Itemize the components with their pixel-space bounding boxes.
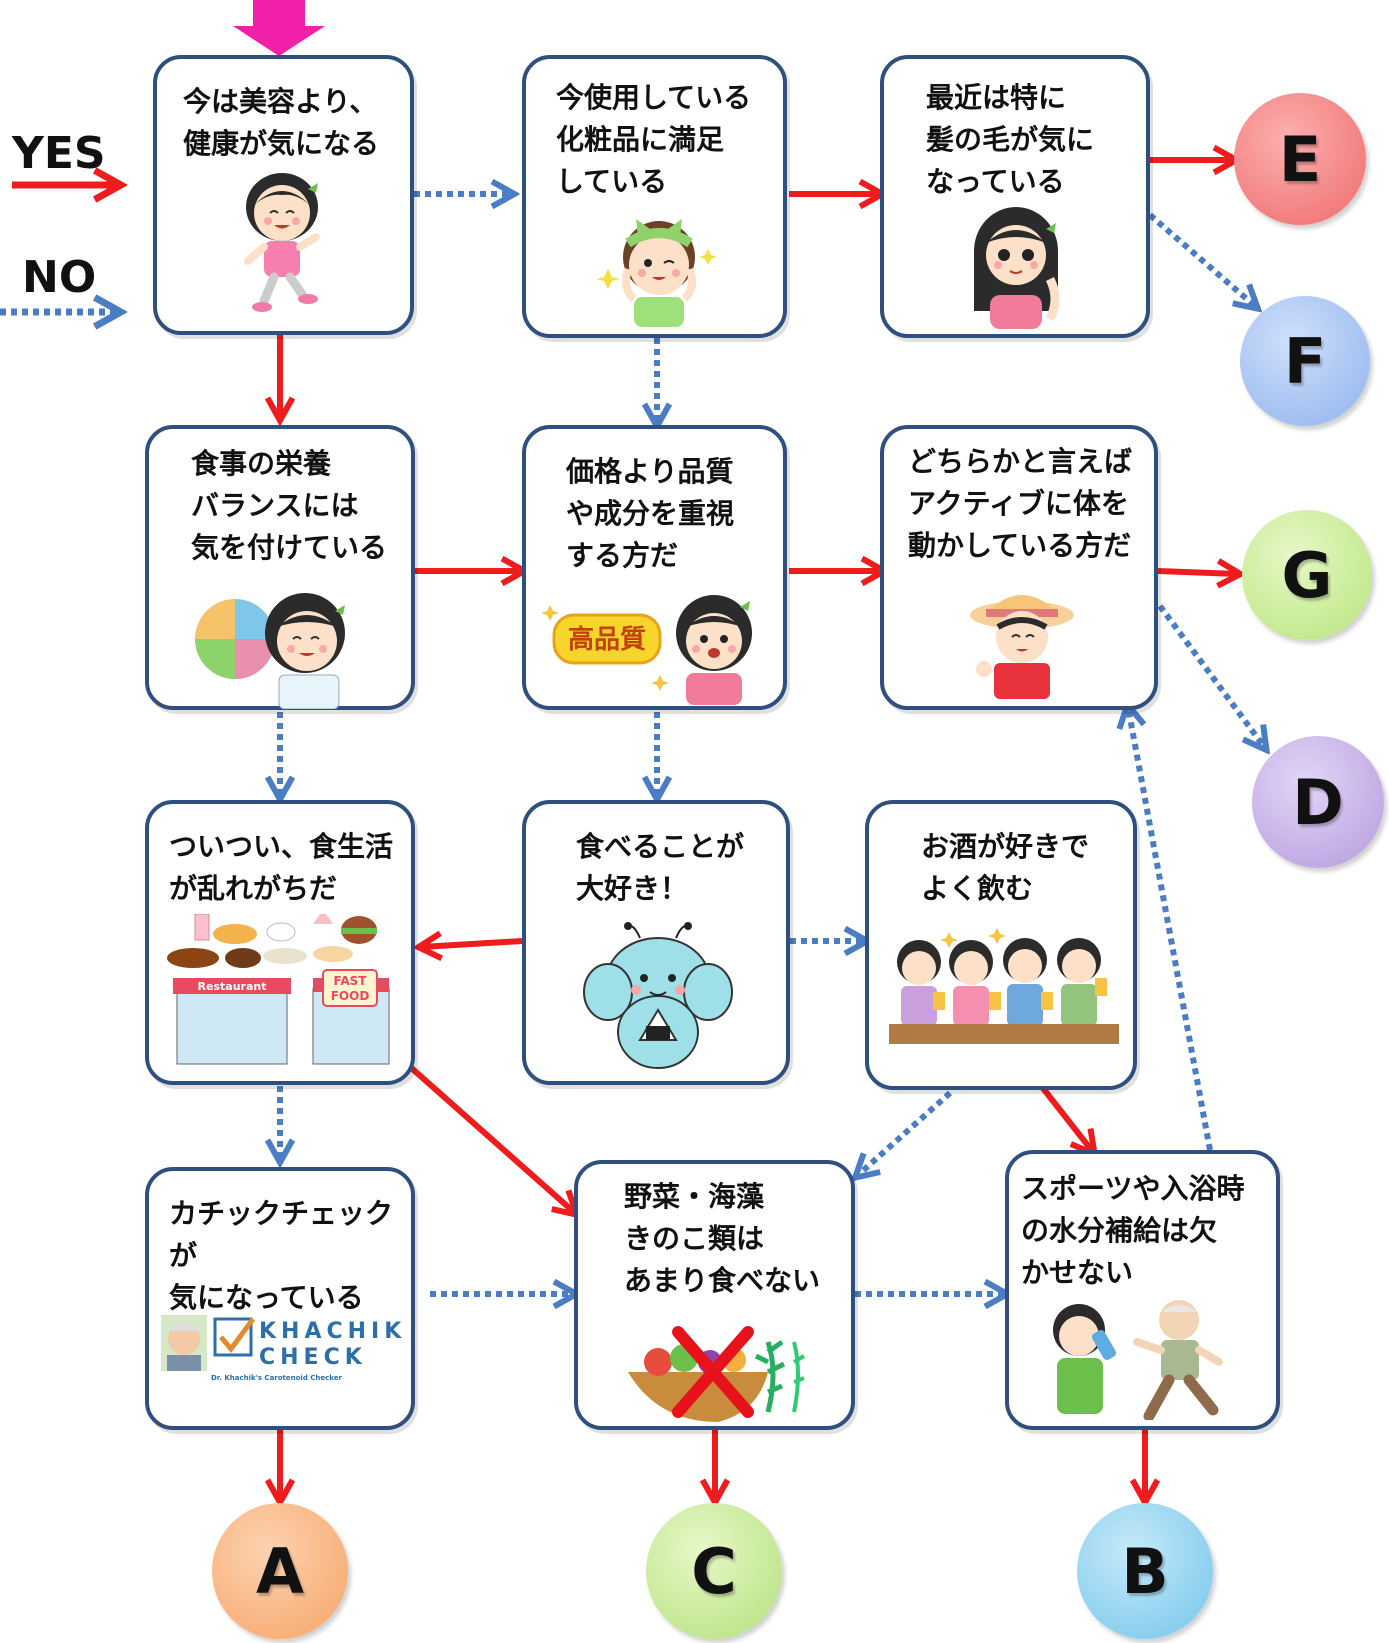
fastfood-sign-line1: FAST (334, 974, 368, 988)
high-quality-illustration: 高品質 (541, 595, 752, 705)
result-E-label: E (1278, 122, 1322, 196)
arrow-q6-D (1157, 604, 1265, 748)
khachik-check-logo (161, 1315, 256, 1371)
result-C-label: C (691, 1534, 737, 1608)
result-A[interactable]: A (212, 1503, 348, 1639)
question-text-q8: 食べることが 大好き！ (576, 830, 745, 905)
question-text-q6: どちらかと言えば アクティブに体を 動かしている方だ (908, 445, 1133, 562)
hydration-illustration (1053, 1300, 1223, 1420)
fastfood-sign-line2: FOOD (331, 989, 370, 1003)
question-text-q5: 価格より品質 や成分を重視 する方だ (566, 455, 735, 572)
quality-badge-text: 高品質 (568, 624, 646, 655)
result-D-label: D (1292, 765, 1344, 839)
arrow-q6-G (1157, 571, 1238, 574)
question-text-q3: 最近は特に 髪の毛が気に なっている (926, 81, 1095, 198)
question-text-q12: スポーツや入浴時 の水分補給は欠 かせない (1021, 1172, 1245, 1289)
legend-no-label: NO (22, 252, 97, 303)
question-text-q11: 野菜・海藻 きのこ類は あまり食べない (624, 1180, 821, 1297)
question-text-q4: 食事の栄養 バランスには 気を付けている (191, 447, 388, 564)
arrow-q9-q11 (857, 1090, 952, 1176)
food-lover-mascot-illustration (583, 922, 733, 1069)
question-box-q5[interactable]: 価格より品質 や成分を重視 する方だ 高品質 (522, 425, 787, 710)
arrow-q9-q12 (1039, 1085, 1093, 1152)
question-box-q9[interactable]: お酒が好きで よく飲む (865, 800, 1137, 1090)
arrow-q8-q7 (421, 941, 523, 947)
question-text-q10: カチックチェックが 気になっている (169, 1197, 394, 1314)
question-box-q3[interactable]: 最近は特に 髪の毛が気に なっている (880, 55, 1150, 338)
arrow-q7-q11 (406, 1062, 575, 1213)
question-box-q2[interactable]: 今使用している 化粧品に満足 している (522, 55, 787, 338)
arrow-q12-q6 (1128, 707, 1213, 1151)
question-text-q1: 今は美容より、 健康が気になる (183, 85, 380, 160)
result-D[interactable]: D (1252, 736, 1384, 868)
question-box-q8[interactable]: 食べることが 大好き！ (522, 800, 790, 1085)
no-vegetables-illustration (628, 1326, 806, 1422)
question-text-q7: ついつい、食生活 が乱れがちだ (169, 830, 394, 905)
start-marker (233, 0, 325, 56)
logo-line2: CHECK (259, 1345, 367, 1370)
question-box-q6[interactable]: どちらかと言えば アクティブに体を 動かしている方だ (880, 425, 1158, 710)
question-box-q7[interactable]: ついつい、食生活 が乱れがちだ Restaurant FAST FOOD (145, 800, 415, 1085)
question-box-q1[interactable]: 今は美容より、 健康が気になる (153, 55, 414, 335)
no-arrows (280, 194, 1265, 1294)
question-box-q4[interactable]: 食事の栄養 バランスには 気を付けている (145, 425, 415, 710)
drinking-friends-illustration (889, 928, 1119, 1044)
legend-yes-label: YES (12, 128, 106, 179)
arrow-q3-F (1148, 212, 1256, 307)
result-F-label: F (1283, 324, 1327, 398)
logo-line1: KHACHIK (259, 1319, 407, 1344)
active-girl-illustration (970, 595, 1074, 699)
result-E[interactable]: E (1234, 93, 1366, 225)
result-A-label: A (256, 1534, 304, 1608)
girl-running-illustration (244, 173, 320, 312)
question-box-q11[interactable]: 野菜・海藻 きのこ類は あまり食べない (574, 1160, 855, 1430)
question-text-q9: お酒が好きで よく飲む (921, 830, 1090, 905)
nutrition-balance-illustration (195, 593, 345, 709)
restaurant-sign-text: Restaurant (198, 980, 267, 993)
result-G[interactable]: G (1242, 510, 1372, 640)
result-F[interactable]: F (1240, 296, 1370, 426)
logo-tagline: Dr. Khachik's Carotenoid Checker (211, 1374, 342, 1382)
yes-arrows (280, 160, 1238, 1500)
food-restaurant-illustration: Restaurant FAST FOOD (167, 914, 390, 1065)
result-C[interactable]: C (646, 1503, 782, 1639)
girl-hair-illustration (974, 207, 1060, 329)
question-text-q2: 今使用している 化粧品に満足 している (556, 81, 752, 198)
result-G-label: G (1281, 538, 1333, 612)
girl-satisfied-illustration (596, 219, 717, 327)
question-box-q12[interactable]: スポーツや入浴時 の水分補給は欠 かせない (1005, 1150, 1280, 1430)
result-B[interactable]: B (1077, 1503, 1213, 1639)
question-box-q10[interactable]: カチックチェックが 気になっている KHACHIK CHECK Dr. Khac… (145, 1167, 415, 1430)
result-B-label: B (1121, 1534, 1169, 1608)
